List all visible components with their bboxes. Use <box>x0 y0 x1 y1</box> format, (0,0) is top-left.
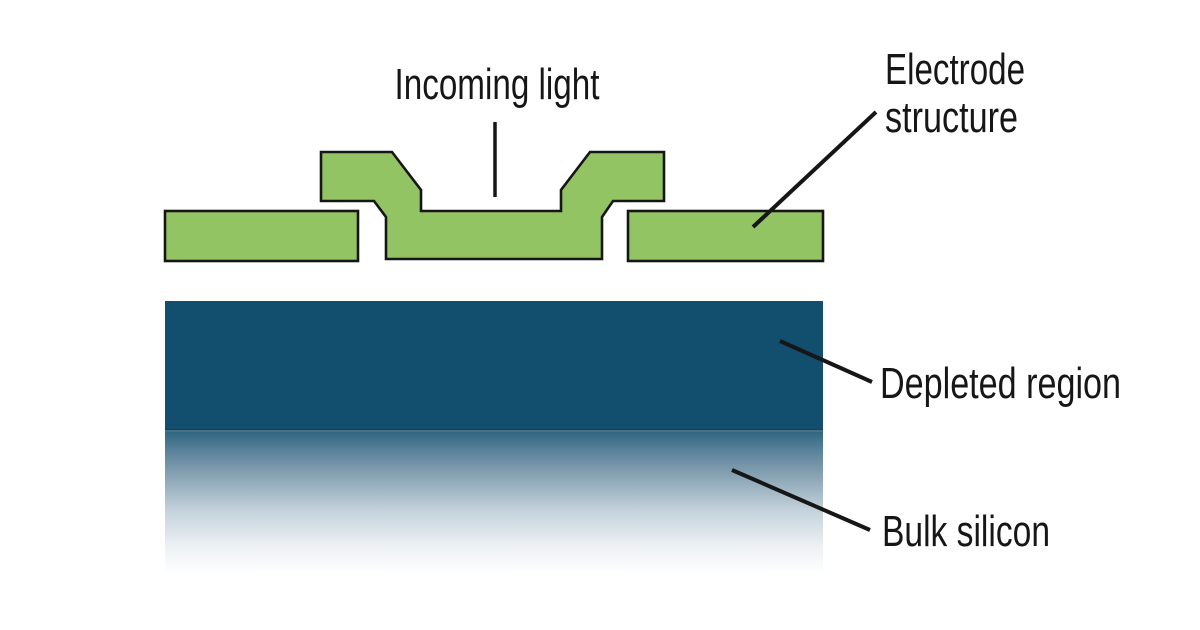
depleted-region-rect <box>165 301 823 430</box>
electrode-structure-label-line1: Electrode <box>885 45 1025 94</box>
bulk-silicon-label: Bulk silicon <box>882 507 1050 556</box>
right-electrode-shape <box>626 209 825 263</box>
depletion-boundary-line <box>165 429 823 432</box>
depleted-region-label: Depleted region <box>880 359 1121 408</box>
incoming-light-label: Incoming light <box>395 60 600 109</box>
bulk-silicon-region <box>165 432 823 575</box>
left-electrode-shape <box>163 209 360 263</box>
electrode-structure-pointer-line <box>751 110 878 229</box>
center-electrode-shape <box>319 150 666 261</box>
electrode-structure-label-line2: structure <box>885 93 1018 142</box>
bulk-silicon-pointer-line <box>731 468 871 532</box>
depleted-region-pointer-line <box>779 339 873 384</box>
